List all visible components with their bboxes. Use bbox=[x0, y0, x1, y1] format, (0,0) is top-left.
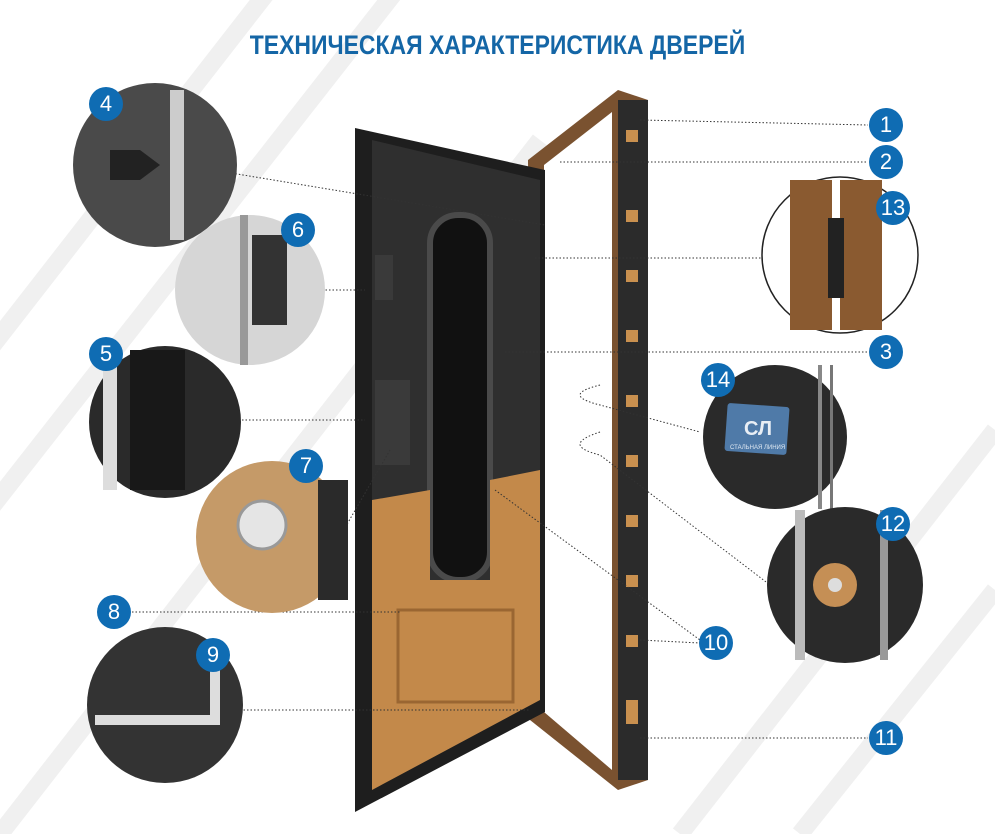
callout-4: 4 bbox=[89, 87, 123, 121]
detail-7-cylinder bbox=[196, 461, 348, 613]
callout-2: 2 bbox=[869, 145, 903, 179]
detail-12-peephole bbox=[767, 507, 923, 663]
callout-1: 1 bbox=[869, 108, 903, 142]
detail-14-logo-plate: СЛ СТАЛЬНАЯ ЛИНИЯ bbox=[703, 365, 847, 509]
callout-3: 3 bbox=[869, 335, 903, 369]
logo-mark: СЛ bbox=[744, 418, 772, 440]
logo-text: СТАЛЬНАЯ ЛИНИЯ bbox=[730, 445, 785, 451]
detail-4-hinge-pin bbox=[73, 83, 237, 247]
detail-5-lock-mechanism bbox=[89, 346, 241, 498]
door-leaf bbox=[355, 128, 545, 812]
callout-11: 11 bbox=[869, 721, 903, 755]
callout-9: 9 bbox=[196, 638, 230, 672]
page-title: ТЕХНИЧЕСКАЯ ХАРАКТЕРИСТИКА ДВЕРЕЙ bbox=[249, 30, 746, 60]
callout-5: 5 bbox=[89, 337, 123, 371]
detail-6-lock bbox=[175, 215, 325, 365]
callout-7: 7 bbox=[289, 449, 323, 483]
callout-13: 13 bbox=[876, 191, 910, 225]
callout-10: 10 bbox=[699, 626, 733, 660]
callout-12: 12 bbox=[876, 507, 910, 541]
callout-14: 14 bbox=[701, 363, 735, 397]
door-frame bbox=[528, 90, 648, 790]
callout-8: 8 bbox=[97, 595, 131, 629]
callout-6: 6 bbox=[281, 213, 315, 247]
